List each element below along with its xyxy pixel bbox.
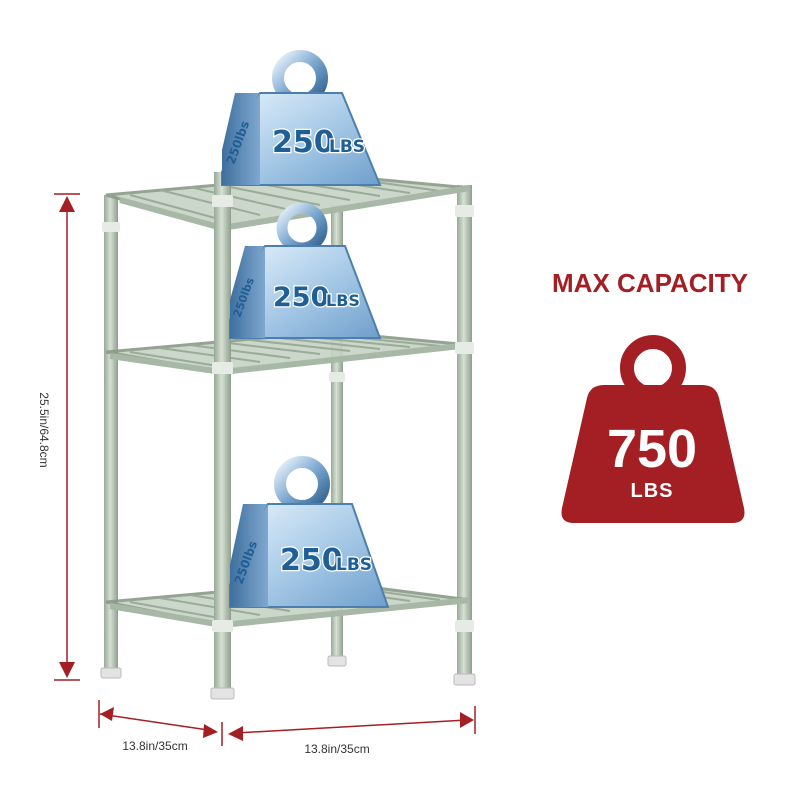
height-dimension-label: 25.5in/64.8cm	[37, 392, 51, 467]
shelf-foot	[100, 667, 122, 679]
arrow-right-icon	[460, 712, 474, 728]
weight-block-middle: 250lbs 250 LBS	[229, 202, 382, 339]
arrow-left-icon	[228, 726, 243, 741]
arrow-up-icon	[59, 196, 75, 212]
height-dimension: 25.5in/64.8cm	[37, 193, 80, 681]
capacity-weight-icon: 750 LBS	[561, 335, 745, 523]
weight-label-unit: LBS	[336, 555, 372, 575]
max-capacity-title: MAX CAPACITY	[552, 268, 748, 298]
weight-block-bottom: 250lbs 250 LBS	[229, 456, 390, 608]
weight-label-number: 250	[280, 543, 343, 578]
width-dimension-label: 13.8in/35cm	[304, 742, 369, 756]
shelf-pole-left	[104, 195, 118, 670]
width-dimension: 13.8in/35cm	[228, 706, 476, 756]
weight-label-number: 250	[272, 125, 335, 160]
capacity-unit: LBS	[631, 480, 674, 502]
capacity-value: 750	[607, 419, 697, 479]
shelf-pole-right	[457, 185, 472, 675]
wire-shelf-rack	[100, 172, 476, 700]
depth-dimension: 13.8in/35cm	[98, 700, 223, 753]
shelf-foot	[210, 687, 235, 700]
arrow-down-icon	[59, 662, 75, 678]
arrow-left-icon	[100, 707, 114, 721]
shelf-foot	[453, 673, 476, 686]
shelf-pole-front	[214, 172, 231, 692]
shelf-foot	[327, 655, 347, 667]
weight-label-number: 250	[273, 282, 329, 313]
weight-block-top: 250lbs 250 LBS	[221, 50, 382, 186]
weight-label-unit: LBS	[329, 137, 365, 157]
weight-label-unit: LBS	[326, 291, 360, 310]
depth-dimension-label: 13.8in/35cm	[122, 739, 187, 753]
arrow-right-icon	[203, 724, 218, 738]
